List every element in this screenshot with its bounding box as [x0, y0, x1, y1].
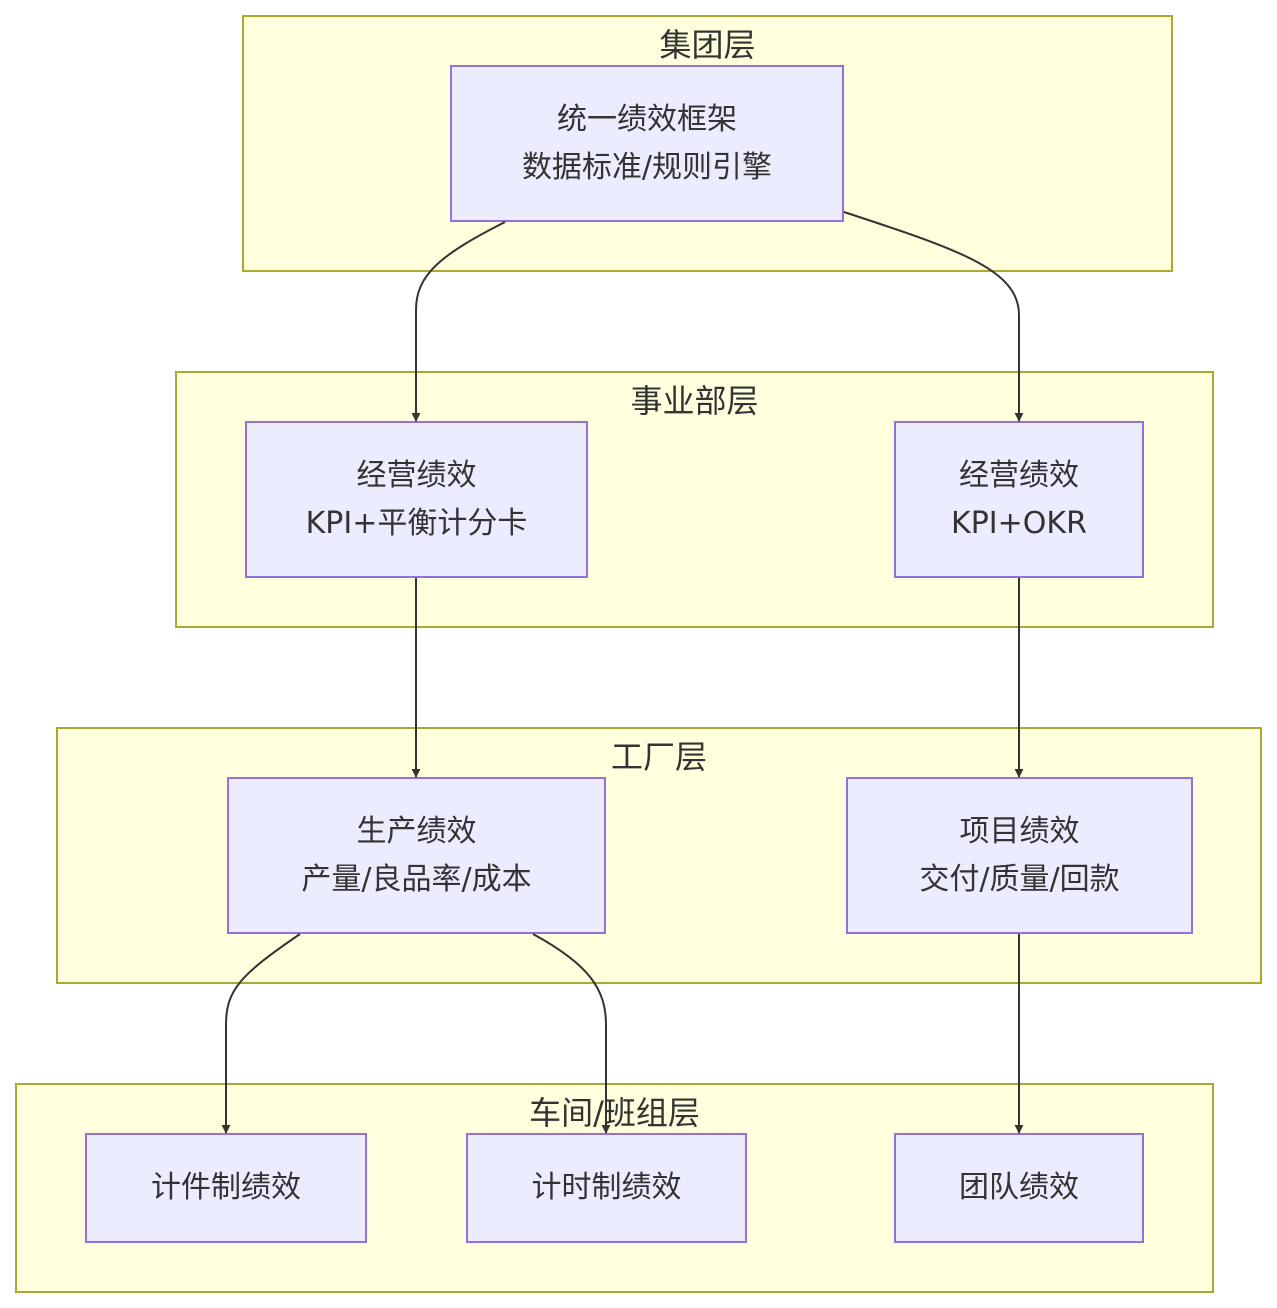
production-performance-title: 生产绩效: [356, 813, 477, 849]
operating-performance-b-node: 经营绩效 KPI+OKR: [894, 421, 1144, 578]
unified-framework-node: 统一绩效框架 数据标准/规则引擎: [450, 65, 844, 222]
hourly-performance-title: 计时制绩效: [531, 1170, 682, 1205]
project-performance-node: 项目绩效 交付/质量/回款: [846, 777, 1193, 934]
unified-framework-title: 统一绩效框架: [557, 101, 737, 137]
operating-performance-a-title: 经营绩效: [356, 457, 477, 493]
team-performance-title: 团队绩效: [959, 1170, 1079, 1205]
operating-performance-b-detail: KPI+OKR: [951, 505, 1087, 541]
hourly-performance-node: 计时制绩效: [466, 1133, 747, 1243]
workshop-layer-title: 车间/班组层: [529, 1094, 700, 1132]
unified-framework-detail: 数据标准/规则引擎: [521, 149, 773, 185]
division-layer-title: 事业部层: [630, 382, 759, 420]
piece-rate-performance-title: 计件制绩效: [151, 1170, 301, 1205]
project-performance-detail: 交付/质量/回款: [919, 861, 1120, 897]
operating-performance-a-node: 经营绩效 KPI+平衡计分卡: [245, 421, 588, 578]
team-performance-node: 团队绩效: [894, 1133, 1144, 1243]
operating-performance-b-title: 经营绩效: [959, 457, 1079, 493]
group-layer-title: 集团层: [659, 26, 756, 64]
operating-performance-a-detail: KPI+平衡计分卡: [305, 505, 528, 541]
production-performance-node: 生产绩效 产量/良品率/成本: [227, 777, 606, 934]
piece-rate-performance-node: 计件制绩效: [85, 1133, 367, 1243]
production-performance-detail: 产量/良品率/成本: [301, 861, 532, 897]
project-performance-title: 项目绩效: [959, 813, 1080, 849]
factory-layer-title: 工厂层: [610, 738, 707, 776]
